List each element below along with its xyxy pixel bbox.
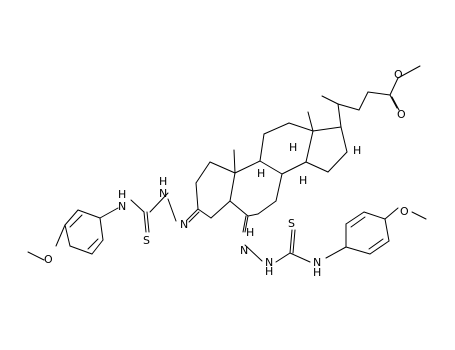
- h-c8-label: H: [289, 141, 297, 154]
- h-c5-label: H: [246, 226, 254, 239]
- n-c6-hydrazide-label: N: [265, 256, 273, 269]
- ring-d: [305, 111, 348, 173]
- c3-thiosemicarbazone: [99, 192, 177, 233]
- ester-oxygen-carbonyl: O: [397, 108, 406, 121]
- atom-labels: O O H H H H H N H N S H N O N H N S N H …: [44, 68, 409, 279]
- ring-b: [229, 160, 283, 233]
- left-anisyl-ring: [27, 209, 104, 261]
- h-c14-label: H: [299, 174, 307, 187]
- n-c6-imine-label: N: [240, 244, 248, 257]
- n-c3-imine-label: N: [180, 218, 188, 231]
- right-anisyl-ring: [345, 207, 427, 255]
- ester-oxygen-single: O: [394, 68, 403, 81]
- h-c6-hydrazide-label: H: [265, 265, 273, 278]
- s-c6-label: S: [288, 217, 295, 230]
- ester-side-chain: [321, 65, 421, 128]
- ring-c: [259, 122, 314, 175]
- h-c9-label: H: [257, 167, 265, 180]
- ring-a: [186, 149, 236, 223]
- n-c3-hydrazide-label: N: [159, 187, 167, 200]
- h-c17-label: H: [353, 144, 361, 157]
- n-c6-amide-label: N: [313, 256, 321, 269]
- h-c3-amide-label: H: [118, 188, 126, 201]
- c6-thiosemicarbazone: [244, 229, 347, 263]
- h-c6-amide-label: H: [313, 266, 321, 279]
- n-c3-amide-label: N: [118, 200, 126, 213]
- h-c3-hydrazide-label: H: [159, 175, 167, 188]
- o-c3-methoxy-label: O: [44, 253, 53, 266]
- s-c3-label: S: [143, 234, 150, 247]
- o-c6-methoxy-label: O: [400, 205, 409, 218]
